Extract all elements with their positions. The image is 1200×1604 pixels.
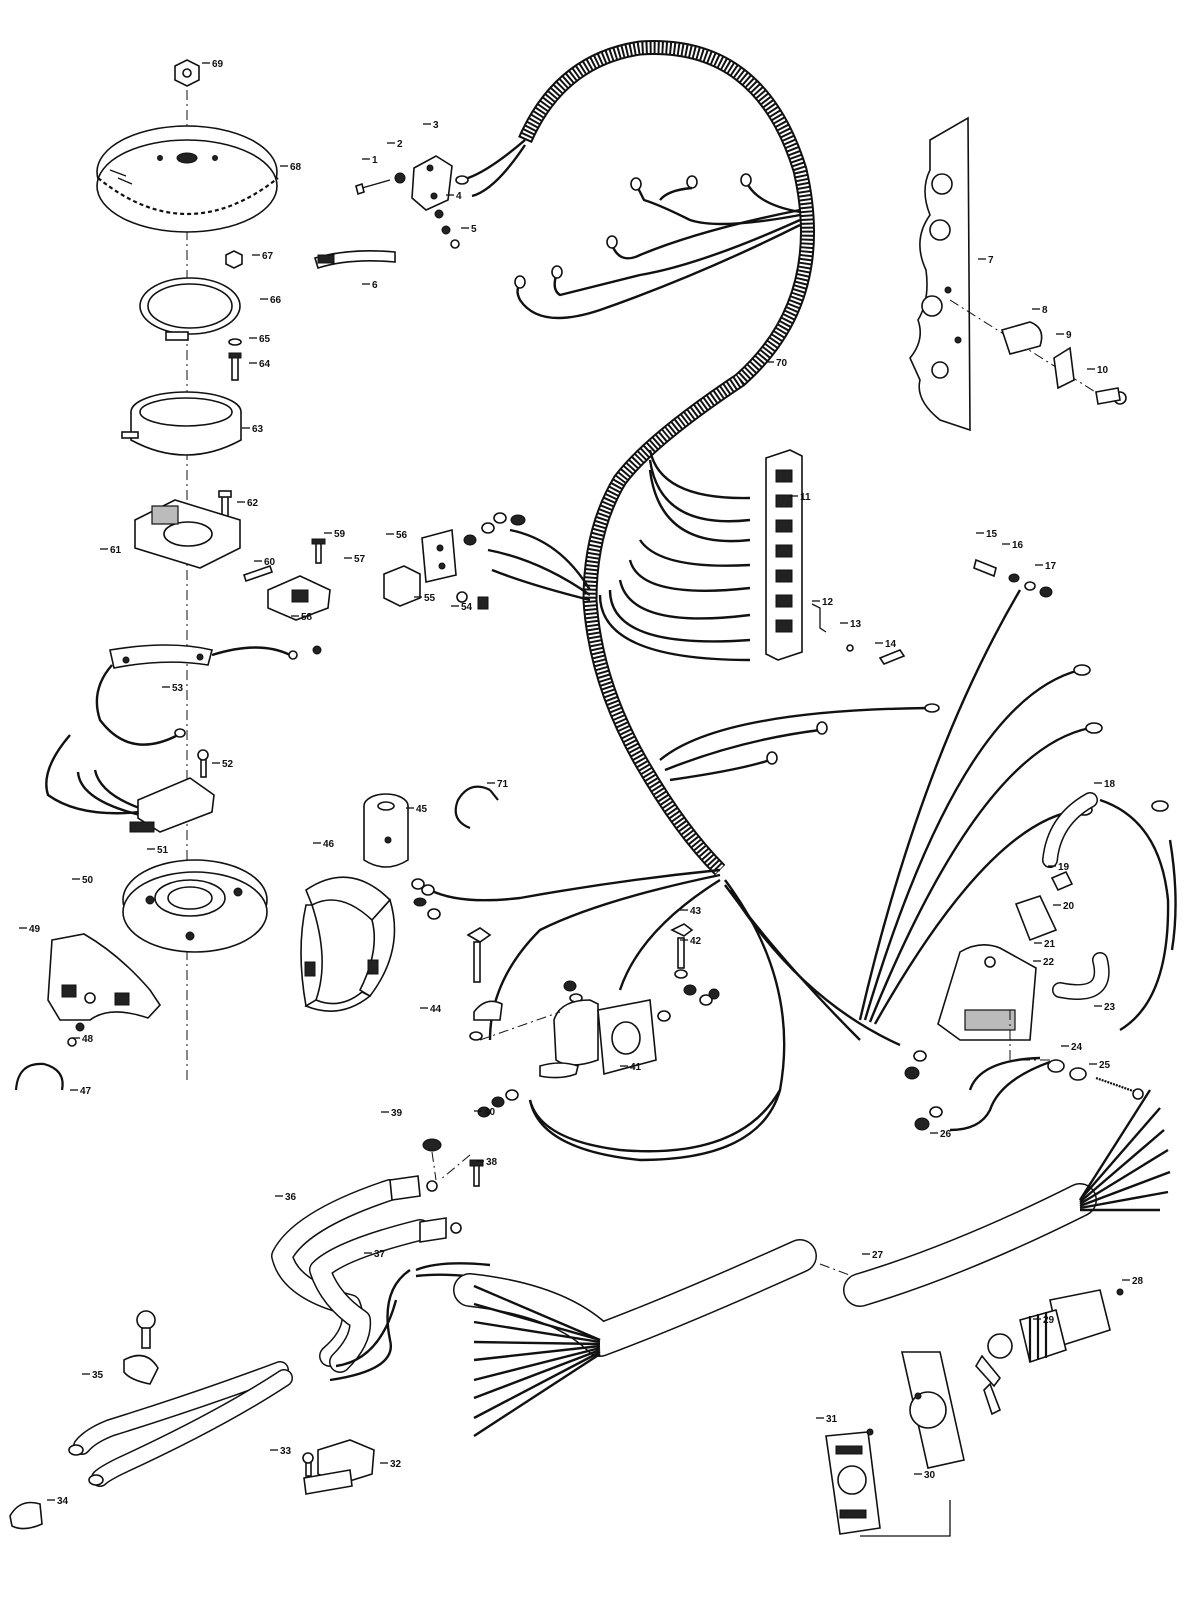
callout-label-54: 54: [461, 602, 473, 613]
callout-label-4: 4: [456, 191, 462, 202]
callout-label-50: 50: [82, 875, 94, 886]
callout-label-14: 14: [885, 639, 897, 650]
callout-label-8: 8: [1042, 305, 1048, 316]
callout-labels: 1234567891011121314151617181920212223242…: [19, 59, 1144, 1507]
callout-label-5: 5: [471, 224, 477, 235]
callout-label-45: 45: [416, 804, 428, 815]
callout-label-60: 60: [264, 557, 276, 568]
callout-label-28: 28: [1132, 1276, 1144, 1287]
condenser-parts: [300, 785, 499, 1012]
callout-label-27: 27: [872, 1250, 884, 1261]
callout-label-42: 42: [690, 936, 702, 947]
rectifier-assembly: [904, 792, 1177, 1132]
callout-label-55: 55: [424, 593, 436, 604]
callout-label-71: 71: [497, 779, 509, 790]
callout-label-16: 16: [1012, 540, 1024, 551]
callout-label-39: 39: [391, 1108, 403, 1119]
callout-label-58: 58: [301, 612, 313, 623]
callout-label-47: 47: [80, 1086, 92, 1097]
callout-label-11: 11: [800, 492, 811, 503]
callout-label-68: 68: [290, 162, 302, 173]
callout-label-40: 40: [484, 1107, 496, 1118]
callout-label-65: 65: [259, 334, 271, 345]
callout-label-12: 12: [822, 597, 834, 608]
relay-bracket-parts: [383, 512, 526, 610]
callout-label-7: 7: [988, 255, 994, 266]
flywheel-assembly: [96, 59, 331, 1080]
callout-label-53: 53: [172, 683, 184, 694]
callout-label-31: 31: [826, 1414, 838, 1425]
callout-label-33: 33: [280, 1446, 292, 1457]
callout-label-13: 13: [850, 619, 862, 630]
callout-label-51: 51: [157, 845, 169, 856]
ignition-coils: [14, 644, 322, 1091]
mounting-plate: [909, 116, 1127, 432]
callout-label-34: 34: [57, 1496, 69, 1507]
callout-label-46: 46: [323, 839, 335, 850]
callout-label-44: 44: [430, 1004, 442, 1015]
callout-label-6: 6: [372, 280, 378, 291]
callout-label-37: 37: [374, 1249, 386, 1260]
callout-label-32: 32: [390, 1459, 402, 1470]
callout-label-18: 18: [1104, 779, 1116, 790]
callout-label-3: 3: [433, 120, 439, 131]
callout-label-48: 48: [82, 1034, 94, 1045]
callout-label-22: 22: [1043, 957, 1055, 968]
callout-label-25: 25: [1099, 1060, 1111, 1071]
main-harness: [421, 40, 1103, 1153]
lower-cables: [9, 1089, 1171, 1530]
terminal-block: [765, 449, 906, 665]
callout-label-66: 66: [270, 295, 282, 306]
callout-label-35: 35: [92, 1370, 104, 1381]
callout-label-52: 52: [222, 759, 234, 770]
callout-label-61: 61: [110, 545, 122, 556]
callout-label-59: 59: [334, 529, 346, 540]
callout-label-63: 63: [252, 424, 264, 435]
callout-label-23: 23: [1104, 1002, 1116, 1013]
callout-label-24: 24: [1071, 1042, 1083, 1053]
callout-label-20: 20: [1063, 901, 1075, 912]
callout-label-41: 41: [630, 1062, 642, 1073]
callout-label-2: 2: [397, 139, 403, 150]
callout-label-69: 69: [212, 59, 224, 70]
callout-label-49: 49: [29, 924, 41, 935]
callout-label-67: 67: [262, 251, 274, 262]
callout-label-43: 43: [690, 906, 702, 917]
callout-label-9: 9: [1066, 330, 1072, 341]
callout-label-19: 19: [1058, 862, 1070, 873]
callout-label-30: 30: [924, 1470, 936, 1481]
callout-label-21: 21: [1044, 939, 1056, 950]
callout-label-1: 1: [372, 155, 378, 166]
callout-label-62: 62: [247, 498, 259, 509]
callout-label-36: 36: [285, 1192, 297, 1203]
hardware-15-17: [973, 558, 1053, 598]
callout-label-57: 57: [354, 554, 366, 565]
callout-label-56: 56: [396, 530, 408, 541]
callout-label-70: 70: [776, 358, 788, 369]
callout-label-29: 29: [1043, 1315, 1055, 1326]
callout-label-64: 64: [259, 359, 271, 370]
callout-label-15: 15: [986, 529, 998, 540]
ignition-switch: [825, 1288, 1124, 1537]
callout-label-17: 17: [1045, 561, 1057, 572]
solenoid-assembly: [466, 923, 782, 1162]
top-clamp-parts: [314, 155, 460, 270]
callout-label-10: 10: [1097, 365, 1109, 376]
callout-label-38: 38: [486, 1157, 498, 1168]
callout-label-26: 26: [940, 1129, 952, 1140]
